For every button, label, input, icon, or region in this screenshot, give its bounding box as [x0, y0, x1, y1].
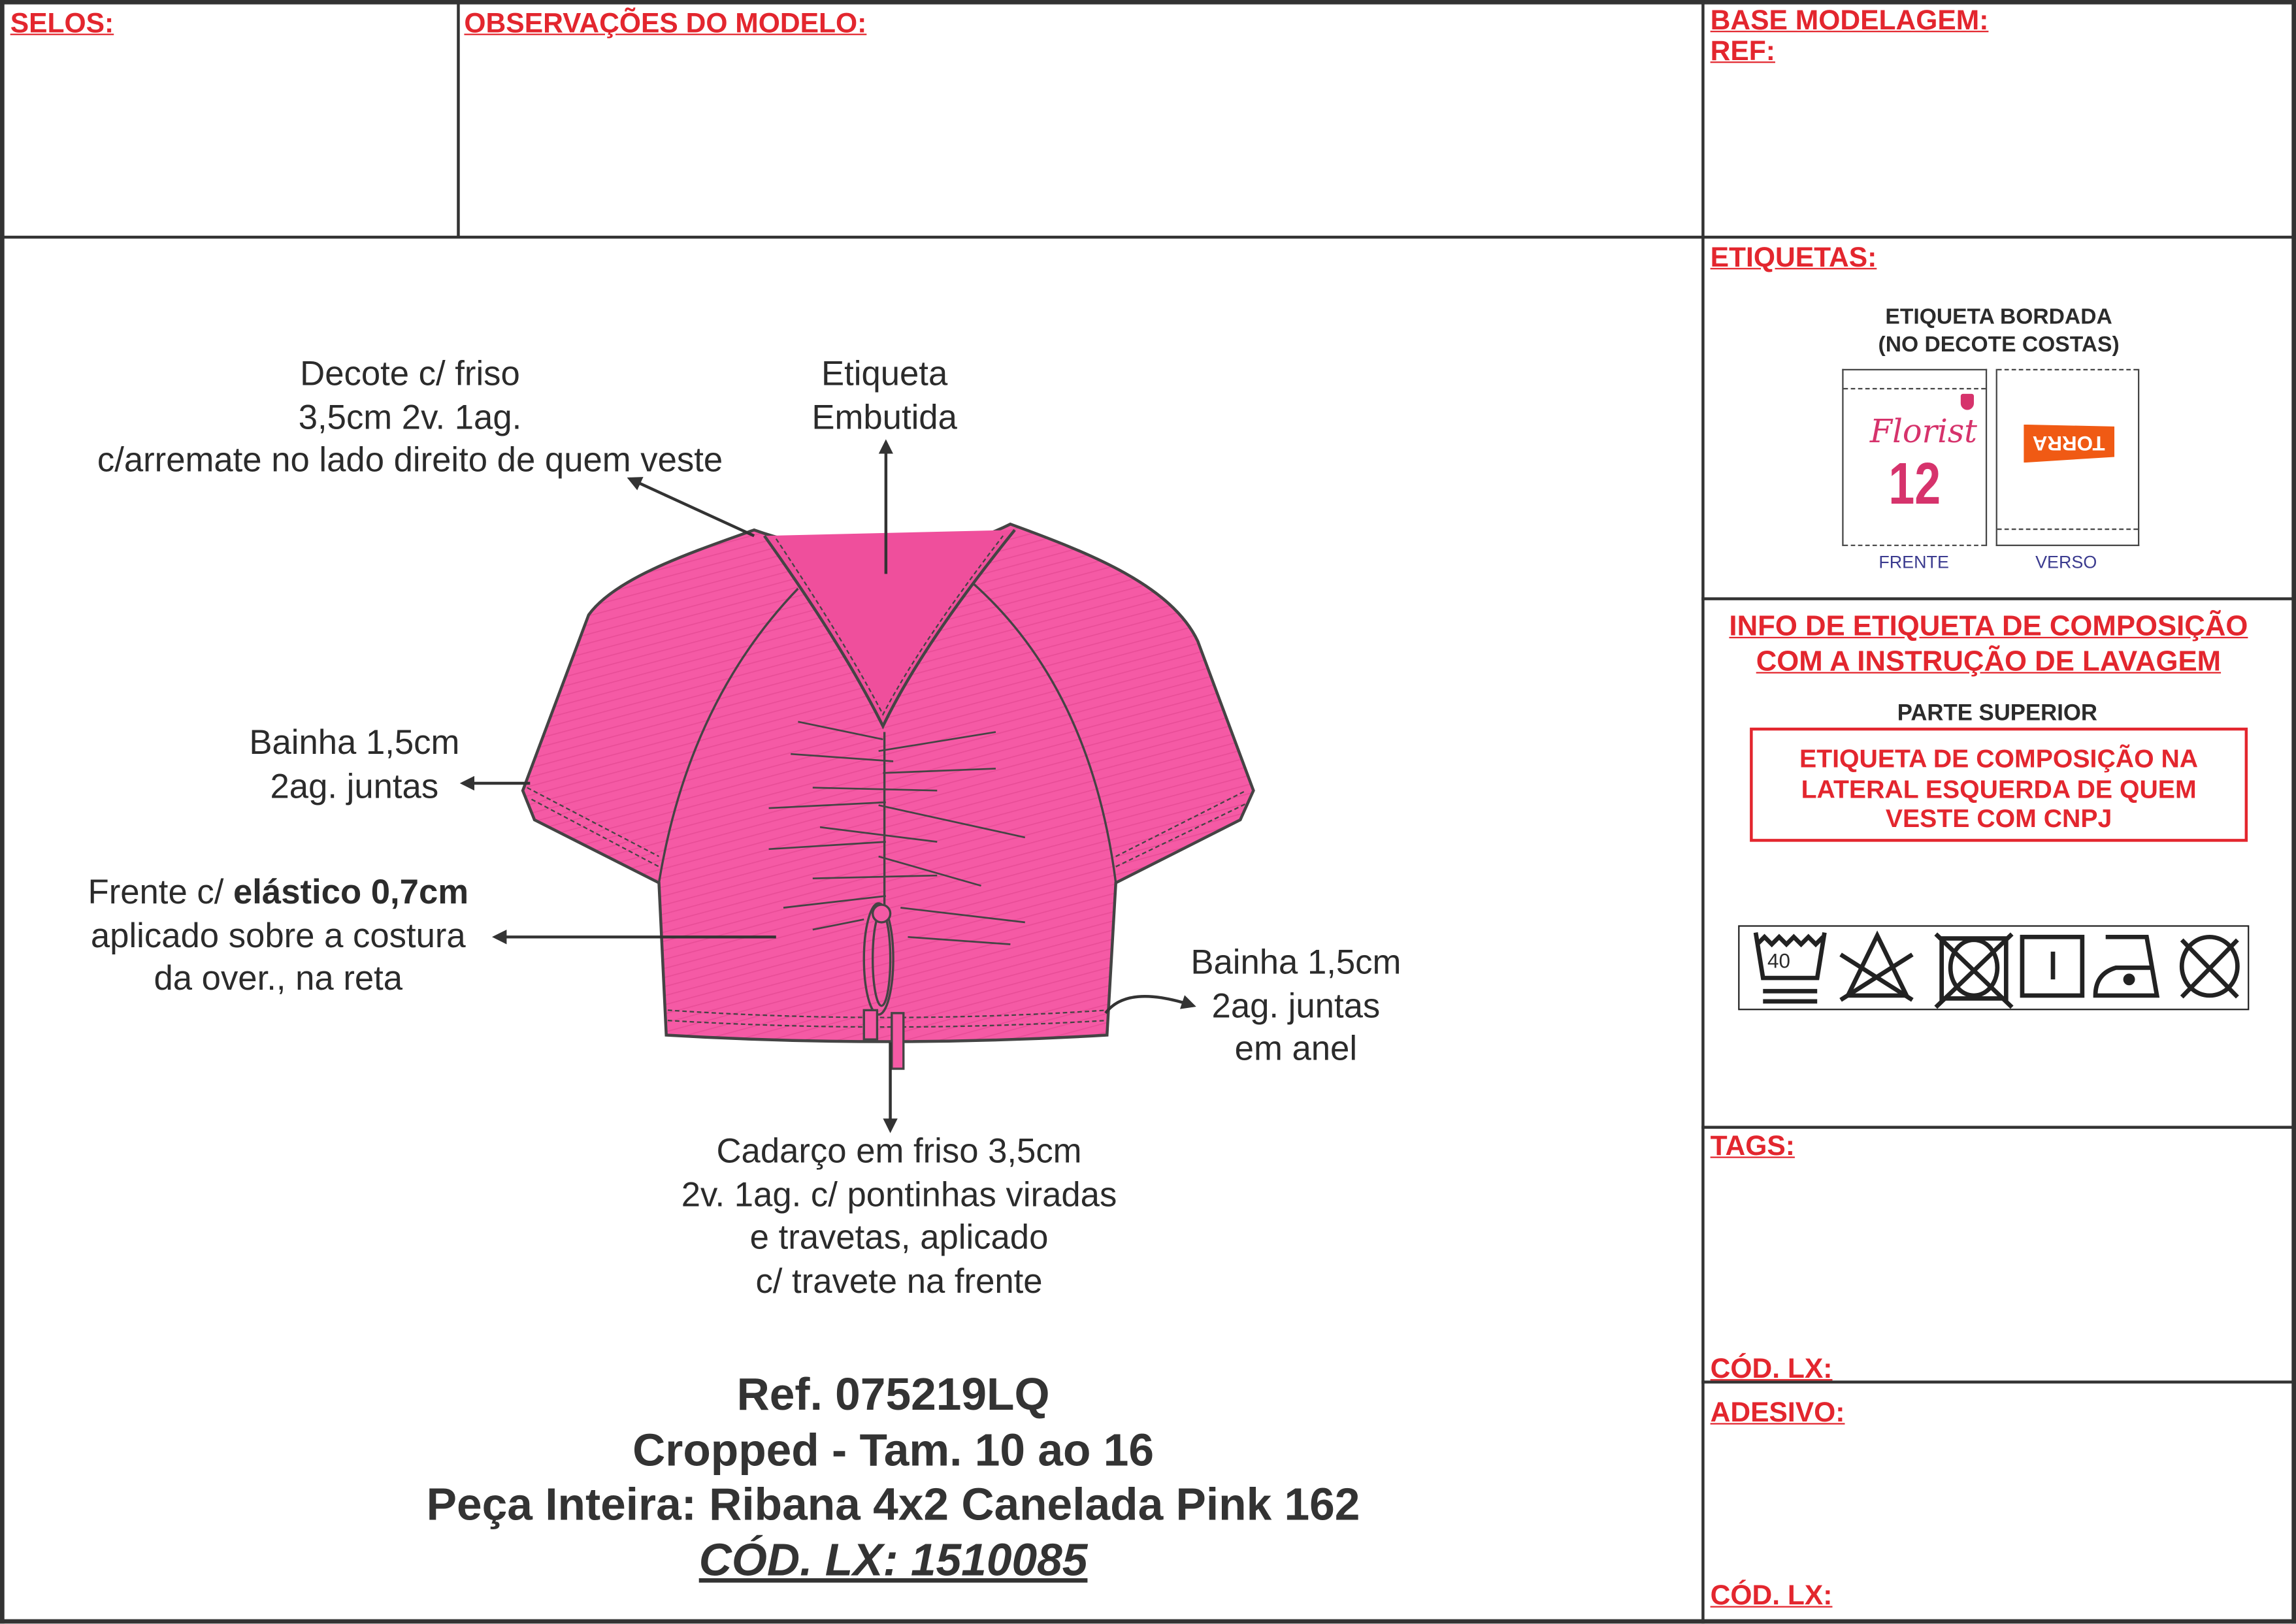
divider: [1701, 597, 2296, 600]
annotation-line: 2v. 1ag. c/ pontinhas viradas: [681, 1175, 1117, 1213]
label-back: TORRA: [1995, 368, 2140, 546]
border: [2291, 0, 2296, 1624]
drawstring: [862, 732, 905, 1070]
composicao-title-line: COM A INSTRUÇÃO DE LAVAGEM: [1756, 645, 2222, 678]
raglan-seam-right: [971, 581, 1117, 883]
torra-logo: TORRA: [2024, 424, 2115, 463]
parte-superior: PARTE SUPERIOR: [1897, 701, 2097, 726]
composicao-title: INFO DE ETIQUETA DE COMPOSIÇÃO COM A INS…: [1729, 609, 2248, 679]
observacoes-label: OBSERVAÇÕES DO MODELO:: [464, 8, 867, 40]
annotation-line: da over., na reta: [154, 958, 403, 998]
divider: [1701, 1380, 2296, 1384]
raglan-seam-left: [657, 587, 799, 883]
annotation-line: Embutida: [812, 397, 957, 436]
note-line: VESTE COM CNPJ: [1885, 804, 2112, 834]
note-line: LATERAL ESQUERDA DE QUEM: [1801, 773, 2197, 804]
frente-caption: FRENTE: [1878, 551, 1949, 573]
annotation-line: c/ travete na frente: [755, 1261, 1043, 1299]
annotation-bainha-manga: Bainha 1,5cm 2ag. juntas: [249, 722, 459, 808]
annotation-cadarco: Cadarço em friso 3,5cm 2v. 1ag. c/ ponti…: [681, 1130, 1117, 1303]
annotation-line: 2ag. juntas: [270, 766, 439, 805]
divider: [0, 235, 2296, 239]
tags-cod-label: CÓD. LX:: [1710, 1354, 1833, 1386]
etiqueta-heading-line: (NO DECOTE COSTAS): [1878, 332, 2120, 357]
annotation-bainha-barra: Bainha 1,5cm 2ag. juntas em anel: [1190, 941, 1401, 1071]
product-ref: Ref. 075219LQ: [736, 1369, 1050, 1420]
neckline: [763, 528, 1016, 730]
border: [0, 1619, 2296, 1624]
annotation-line: Bainha 1,5cm: [1190, 943, 1402, 981]
adesivo-cod-label: CÓD. LX:: [1710, 1581, 1833, 1612]
wash-temp: 40: [1767, 949, 1790, 973]
florist-logo: Florist: [1869, 414, 1978, 451]
annotation-line: Frente c/ elástico 0,7cm: [88, 871, 469, 914]
border: [0, 0, 5, 1624]
product-info: Ref. 075219LQ Cropped - Tam. 10 ao 16 Pe…: [427, 1367, 1360, 1587]
annotation-line: 2ag. juntas: [1211, 986, 1381, 1024]
annotation-line: c/arremate no lado direito de quem veste: [97, 440, 723, 479]
divider: [457, 0, 460, 238]
composicao-title-line: INFO DE ETIQUETA DE COMPOSIÇÃO: [1729, 610, 2248, 643]
border: [0, 0, 2296, 5]
composicao-note-box: ETIQUETA DE COMPOSIÇÃO NA LATERAL ESQUER…: [1750, 727, 2248, 842]
etiquetas-label: ETIQUETAS:: [1710, 243, 1877, 274]
divider: [1701, 0, 1705, 1624]
annotation-decote: Decote c/ friso 3,5cm 2v. 1ag. c/arremat…: [97, 353, 723, 482]
verso-caption: VERSO: [2035, 551, 2097, 573]
divider: [1701, 1126, 2296, 1129]
product-fabric: Peça Inteira: Ribana 4x2 Canelada Pink 1…: [426, 1478, 1360, 1530]
product-cod: CÓD. LX: 1510085: [698, 1533, 1088, 1585]
annotation-line: em anel: [1234, 1029, 1358, 1067]
annotation-line: Bainha 1,5cm: [249, 723, 460, 762]
ref-label: REF:: [1710, 37, 1775, 68]
tags-label: TAGS:: [1710, 1131, 1795, 1163]
flower-icon: [1960, 393, 1975, 410]
selos-label: SELOS:: [10, 8, 114, 40]
annotation-frente: Frente c/ elástico 0,7cm aplicado sobre …: [88, 871, 469, 1000]
base-modelagem-label: BASE MODELAGEM:: [1710, 5, 1989, 37]
etiqueta-heading: ETIQUETA BORDADA (NO DECOTE COSTAS): [1878, 303, 2120, 359]
care-symbols: [1738, 925, 2250, 1011]
size-number: 12: [1888, 452, 1941, 517]
annotation-line: Cadarço em friso 3,5cm: [716, 1131, 1082, 1170]
annotation-line: aplicado sobre a costura: [90, 915, 466, 954]
annotation-line: e travetas, aplicado: [749, 1218, 1049, 1256]
annotation-etiqueta: Etiqueta Embutida: [812, 353, 957, 439]
gathers: [768, 721, 1026, 945]
annotation-bold-text: elástico 0,7cm: [233, 872, 469, 911]
annotation-text: Frente c/: [88, 872, 233, 911]
annotation-arrows: [459, 439, 1196, 1133]
note-line: ETIQUETA DE COMPOSIÇÃO NA: [1799, 743, 2199, 773]
product-name: Cropped - Tam. 10 ao 16: [632, 1423, 1154, 1475]
etiqueta-heading-line: ETIQUETA BORDADA: [1885, 304, 2112, 330]
annotation-line: 3,5cm 2v. 1ag.: [298, 397, 522, 436]
annotation-line: Etiqueta: [821, 354, 948, 393]
adesivo-label: ADESIVO:: [1710, 1398, 1845, 1429]
annotation-line: Decote c/ friso: [300, 354, 520, 393]
label-front: Florist 12: [1842, 368, 1988, 546]
